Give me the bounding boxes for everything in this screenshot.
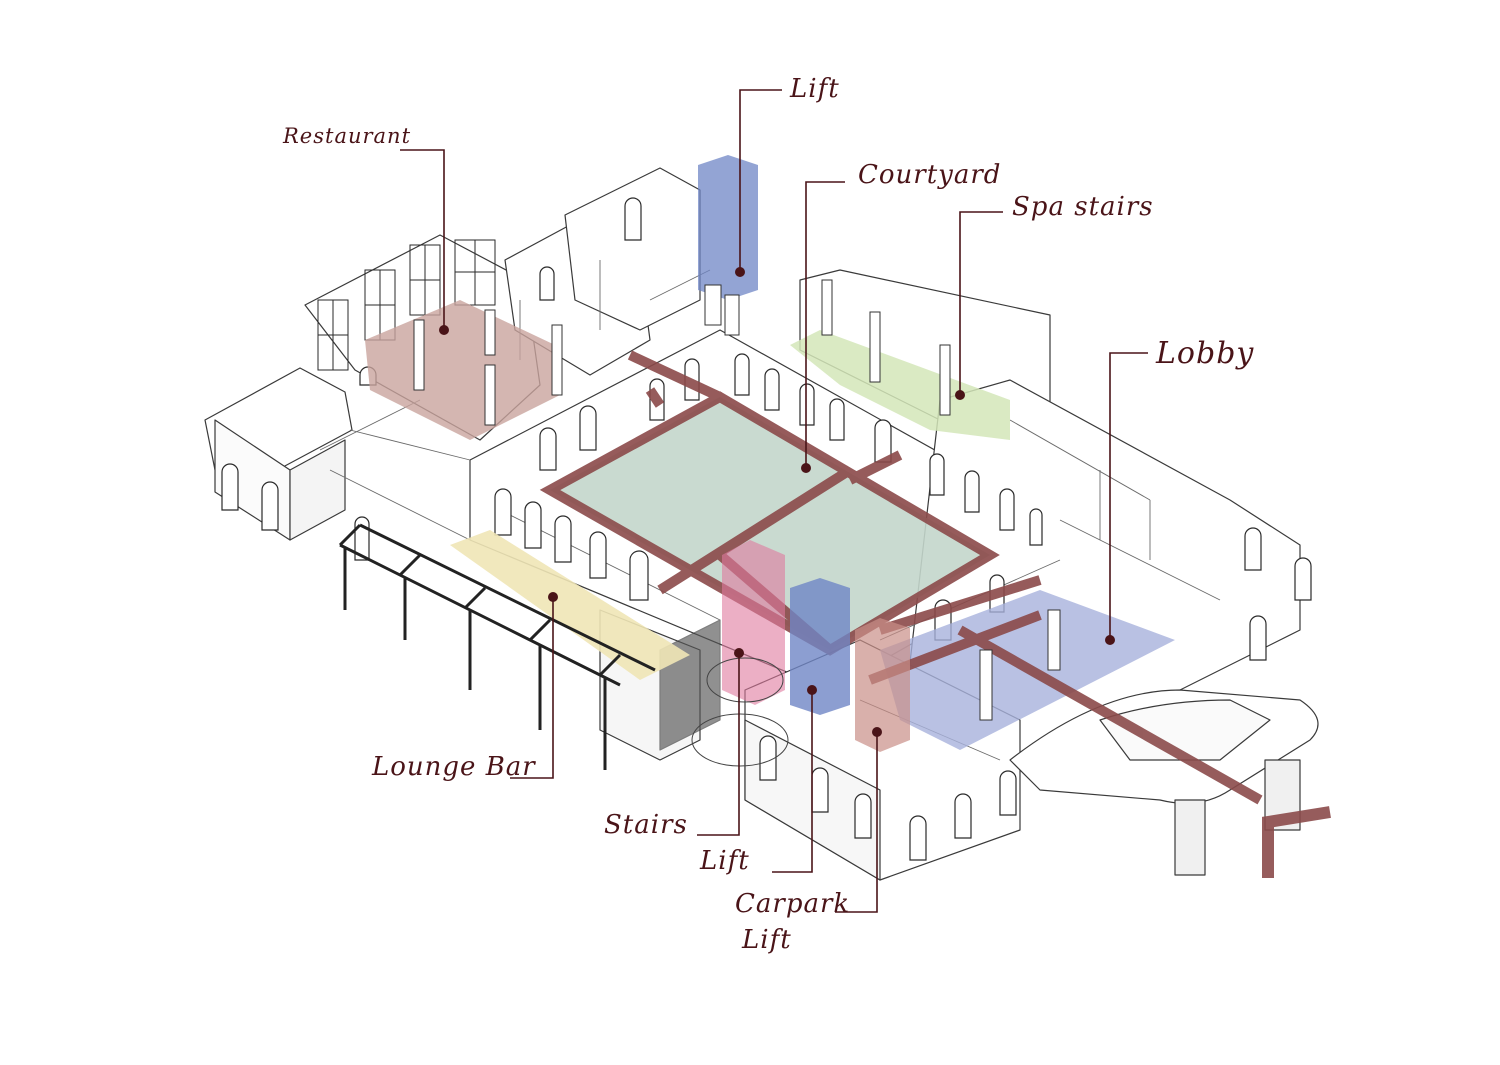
label-restaurant: Restaurant xyxy=(283,124,412,148)
label-lounge-bar: Lounge Bar xyxy=(372,752,536,782)
lift-top-volume xyxy=(698,155,758,336)
label-lift-bottom: Lift xyxy=(700,846,750,876)
pergola xyxy=(338,523,656,770)
leader-lines xyxy=(400,89,1148,913)
restaurant-glazing xyxy=(317,239,496,371)
label-spa-stairs: Spa stairs xyxy=(1012,192,1154,222)
leader-dots xyxy=(439,267,1115,737)
label-lobby: Lobby xyxy=(1156,336,1255,371)
columns xyxy=(413,279,1061,721)
label-carpark-lift-line2: Lift xyxy=(742,925,792,955)
spa-zone xyxy=(790,330,1010,440)
lift-bottom-volume xyxy=(790,578,850,715)
label-carpark-lift-line1: Carpark xyxy=(735,889,851,919)
label-lift-top: Lift xyxy=(790,74,840,104)
entrance-arrow xyxy=(1262,806,1331,878)
carpark-lift-volume xyxy=(855,618,910,752)
label-courtyard: Courtyard xyxy=(858,160,1002,190)
windows xyxy=(221,197,1312,861)
lounge-zone xyxy=(450,530,690,680)
stairs-volume xyxy=(691,540,789,767)
label-stairs: Stairs xyxy=(604,810,688,840)
